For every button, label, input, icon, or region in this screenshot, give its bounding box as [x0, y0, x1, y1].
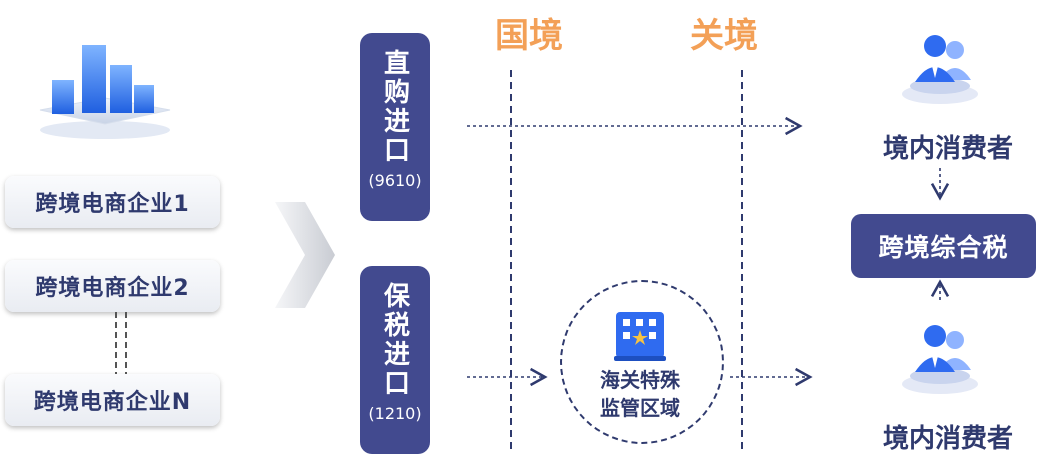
customs-border-title: 关境 — [690, 16, 758, 56]
supervision-zone-label: 海关特殊 监管区域 — [560, 366, 720, 422]
national-border-title: 国境 — [495, 16, 563, 56]
mode-direct-import: 直购进口 (9610) — [360, 33, 430, 221]
company-ellipsis-connector — [115, 312, 127, 374]
cross-border-tax-box: 跨境综合税 — [851, 214, 1036, 278]
zone-label-line2: 监管区域 — [600, 396, 680, 420]
consumer-group-icon — [902, 325, 978, 394]
mode-direct-code: (9610) — [368, 171, 422, 190]
supervision-zone-circle — [560, 280, 724, 444]
consumer-group-icon — [902, 35, 978, 104]
consumer-top-label: 境内消费者 — [882, 134, 1013, 164]
mode-bonded-code: (1210) — [368, 404, 422, 423]
consumer-bottom-label: 境内消费者 — [882, 424, 1013, 454]
company-box-2: 跨境电商企业2 — [5, 260, 220, 312]
company-box-1: 跨境电商企业1 — [5, 176, 220, 228]
chevron-right-icon — [275, 202, 335, 308]
zone-label-line1: 海关特殊 — [600, 368, 680, 392]
mode-bonded-import: 保税进口 (1210) — [360, 266, 430, 454]
customs-building-icon — [614, 312, 666, 361]
company-box-n: 跨境电商企业N — [5, 374, 220, 426]
mode-bonded-label: 保税进口 — [379, 282, 410, 398]
mode-direct-label: 直购进口 — [379, 49, 410, 165]
building-blocks-icon — [39, 45, 171, 139]
